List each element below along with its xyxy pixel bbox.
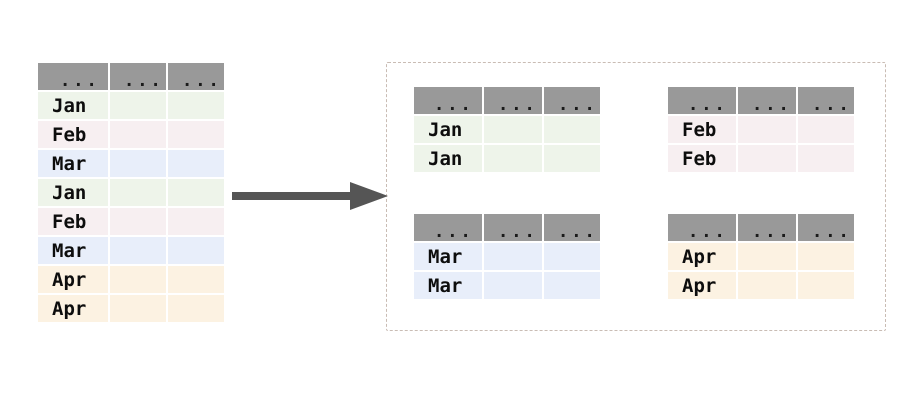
source-row-cell-2 [168,150,224,177]
table-row: Apr [38,295,224,322]
source-row-label: Apr [38,295,108,322]
source-row-cell-1 [110,121,166,148]
group-row-cell-2 [798,116,854,143]
group-row-label: Apr [668,243,736,270]
source-row-cell-1 [110,266,166,293]
group-row-cell-1 [484,272,542,299]
group-jan-header-cell-1: ... [484,87,542,114]
table-row: Mar [414,243,600,270]
source-row-cell-2 [168,266,224,293]
group-row-label: Jan [414,145,482,172]
group-apr-header-row: ... ... ... [668,214,854,241]
group-apr-header-cell-0: ... [668,214,736,241]
table-row: Apr [668,272,854,299]
transform-arrow-icon [232,182,388,210]
source-header-cell-1: ... [110,63,166,90]
group-feb-header-cell-0: ... [668,87,736,114]
group-jan-header-cell-2: ... [544,87,600,114]
group-row-label: Mar [414,243,482,270]
group-row-cell-2 [544,116,600,143]
source-header-cell-2: ... [168,63,224,90]
table-row: Mar [38,150,224,177]
table-row: Apr [668,243,854,270]
group-row-cell-2 [798,272,854,299]
group-mar-header-cell-1: ... [484,214,542,241]
group-row-cell-1 [738,272,796,299]
group-mar-header-cell-0: ... [414,214,482,241]
source-row-label: Jan [38,179,108,206]
group-row-label: Feb [668,145,736,172]
group-row-cell-2 [544,145,600,172]
source-row-cell-2 [168,208,224,235]
source-row-label: Mar [38,237,108,264]
group-feb-header-row: ... ... ... [668,87,854,114]
table-row: Jan [38,92,224,119]
source-row-label: Feb [38,208,108,235]
group-jan-header-row: ... ... ... [414,87,600,114]
source-table-header-row: ... ... ... [38,63,224,90]
group-apr-header-cell-2: ... [798,214,854,241]
source-row-cell-1 [110,237,166,264]
table-row: Feb [668,116,854,143]
group-row-cell-1 [738,145,796,172]
source-row-cell-1 [110,179,166,206]
table-row: Feb [38,208,224,235]
source-row-label: Jan [38,92,108,119]
source-row-cell-2 [168,121,224,148]
source-row-label: Apr [38,266,108,293]
group-row-cell-2 [544,272,600,299]
table-row: Apr [38,266,224,293]
source-row-cell-1 [110,150,166,177]
source-row-label: Feb [38,121,108,148]
group-row-label: Apr [668,272,736,299]
group-row-cell-1 [738,116,796,143]
group-row-cell-2 [798,145,854,172]
source-row-cell-2 [168,179,224,206]
source-row-cell-2 [168,92,224,119]
source-row-label: Mar [38,150,108,177]
group-row-cell-1 [738,243,796,270]
table-row: Jan [38,179,224,206]
group-mar-header-cell-2: ... [544,214,600,241]
source-row-cell-2 [168,237,224,264]
table-row: Mar [414,272,600,299]
group-row-cell-1 [484,145,542,172]
table-row: Mar [38,237,224,264]
source-row-cell-2 [168,295,224,322]
group-mar-header-row: ... ... ... [414,214,600,241]
group-row-label: Feb [668,116,736,143]
group-row-cell-1 [484,243,542,270]
source-header-cell-0: ... [38,63,108,90]
table-row: Jan [414,116,600,143]
group-feb-header-cell-2: ... [798,87,854,114]
group-feb-header-cell-1: ... [738,87,796,114]
table-row: Feb [668,145,854,172]
group-row-label: Jan [414,116,482,143]
group-apr-header-cell-1: ... [738,214,796,241]
table-row: Feb [38,121,224,148]
group-jan-header-cell-0: ... [414,87,482,114]
table-row: Jan [414,145,600,172]
group-row-cell-2 [798,243,854,270]
group-row-label: Mar [414,272,482,299]
source-row-cell-1 [110,208,166,235]
source-row-cell-1 [110,295,166,322]
group-row-cell-2 [544,243,600,270]
group-row-cell-1 [484,116,542,143]
source-row-cell-1 [110,92,166,119]
